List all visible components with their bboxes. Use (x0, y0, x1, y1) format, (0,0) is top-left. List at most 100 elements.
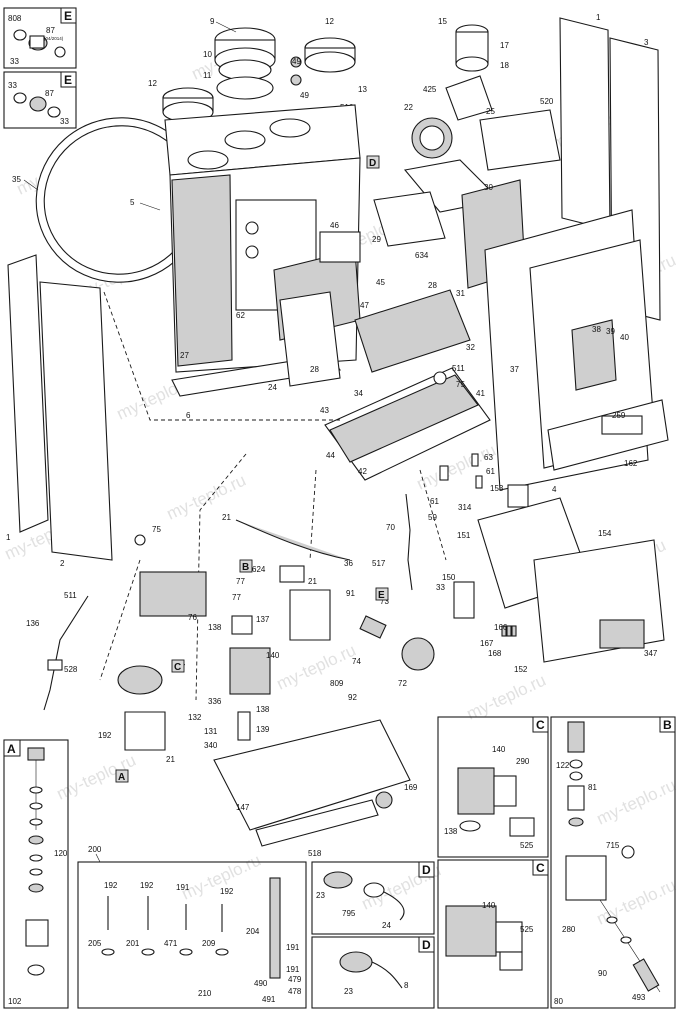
callout: 61 (430, 497, 439, 506)
callout: 150 (442, 573, 456, 582)
callout: 471 (164, 939, 178, 948)
callout: 136 (26, 619, 40, 628)
callout: 22 (404, 103, 413, 112)
callout: 24 (268, 383, 277, 392)
callout: 518 (308, 849, 322, 858)
callout: 75 (456, 380, 465, 389)
callout: 192 (98, 731, 112, 740)
watermark: my-teplo.ru (464, 670, 549, 723)
callout: 204 (246, 927, 260, 936)
callout: 138 (256, 705, 270, 714)
callout: 23 (344, 987, 353, 996)
callout: 9 (210, 17, 215, 26)
front-cover: 38 39 40 37 259 162 4 (484, 209, 669, 494)
callout: 191 (176, 883, 190, 892)
callout: 41 (476, 389, 485, 398)
callout: 154 (598, 529, 612, 538)
inset-e-second: E 33 87 33 (3, 71, 77, 129)
callout: 290 (516, 757, 530, 766)
callout: 5 (130, 198, 135, 207)
callout: 340 (204, 741, 218, 750)
callout: 77 (236, 577, 245, 586)
callout: 47 (360, 301, 369, 310)
control-box: 153 151 154 150 166 167 168 152 347 (442, 484, 665, 674)
bottom-bracket: 169 147 518 (213, 719, 418, 858)
callout: 37 (510, 365, 519, 374)
callout: 74 (352, 657, 361, 666)
callout: 76 (188, 613, 197, 622)
callout: 525 (520, 841, 534, 850)
callout: 528 (64, 665, 78, 674)
callout: 21 (308, 577, 317, 586)
callout: 140 (492, 745, 506, 754)
callout: 140 (482, 901, 496, 910)
callout: 520 (540, 97, 554, 106)
callout: 43 (320, 406, 329, 415)
callout: 40 (620, 333, 629, 342)
callout: 12 (148, 79, 157, 88)
callout: 152 (514, 665, 528, 674)
callout: 147 (236, 803, 250, 812)
callout: 200 (88, 845, 102, 854)
ignition-electrodes: 63 61 61 59 314 (428, 453, 495, 522)
callout: 59 (428, 513, 437, 522)
callout: 49 (292, 57, 301, 66)
callout: 38 (592, 325, 601, 334)
callout: 491 (262, 995, 276, 1004)
callout: 478 (288, 987, 302, 996)
body-tag: C (174, 662, 181, 673)
callout: 10 (203, 50, 212, 59)
callout: 42 (358, 467, 367, 476)
callout: 511 (452, 364, 465, 373)
callout: 80 (554, 997, 563, 1006)
callout: 27 (180, 351, 189, 360)
callout: 634 (415, 251, 429, 260)
callout: 46 (330, 221, 339, 230)
callout: 715 (606, 841, 620, 850)
callout: 3 (644, 38, 649, 47)
callout: 808 (8, 14, 22, 23)
callout: 34 (354, 389, 363, 398)
dashed-guides (99, 291, 447, 701)
callout: 2 (60, 559, 65, 568)
callout: 91 (346, 589, 355, 598)
callout: 168 (488, 649, 502, 658)
hydraulic-group: 21 75 511 136 528 77 77 76 624 21 36 91 … (26, 493, 445, 764)
callout: 525 (520, 925, 534, 934)
inset-b: B 122 81 715 280 90 493 80 (550, 716, 676, 1009)
terminal-block (501, 625, 517, 637)
body-reference-tags: D E B C A (115, 155, 389, 783)
inset-tag: C (536, 861, 545, 875)
callout: 137 (256, 615, 270, 624)
callout: 36 (344, 559, 353, 568)
callout: 15 (438, 17, 447, 26)
callout: 139 (256, 725, 270, 734)
callout: 62 (236, 311, 245, 320)
body-tag: E (378, 590, 385, 601)
inset-d-top: D 23 795 24 (311, 861, 435, 935)
callout: 49 (300, 91, 309, 100)
callout: 795 (342, 909, 356, 918)
callout: 33 (10, 57, 19, 66)
callout: 192 (220, 887, 234, 896)
callout: 138 (444, 827, 458, 836)
callout: 131 (204, 727, 218, 736)
watermark: my-teplo.ru (164, 470, 249, 523)
callout: 166 (494, 623, 508, 632)
callout: 32 (466, 343, 475, 352)
callout: 624 (252, 565, 266, 574)
callout: 517 (372, 559, 386, 568)
callout: 24 (382, 921, 391, 930)
callout-note: (04/2014) (44, 36, 64, 41)
callout: 169 (404, 783, 418, 792)
callout: 120 (54, 849, 68, 858)
callout: 336 (208, 697, 222, 706)
callout: 6 (186, 411, 191, 420)
callout: 87 (46, 26, 55, 35)
callout: 33 (60, 117, 69, 126)
callout: 140 (266, 651, 280, 660)
callout: 17 (500, 41, 509, 50)
callout: 479 (288, 975, 302, 984)
callout: 205 (88, 939, 102, 948)
